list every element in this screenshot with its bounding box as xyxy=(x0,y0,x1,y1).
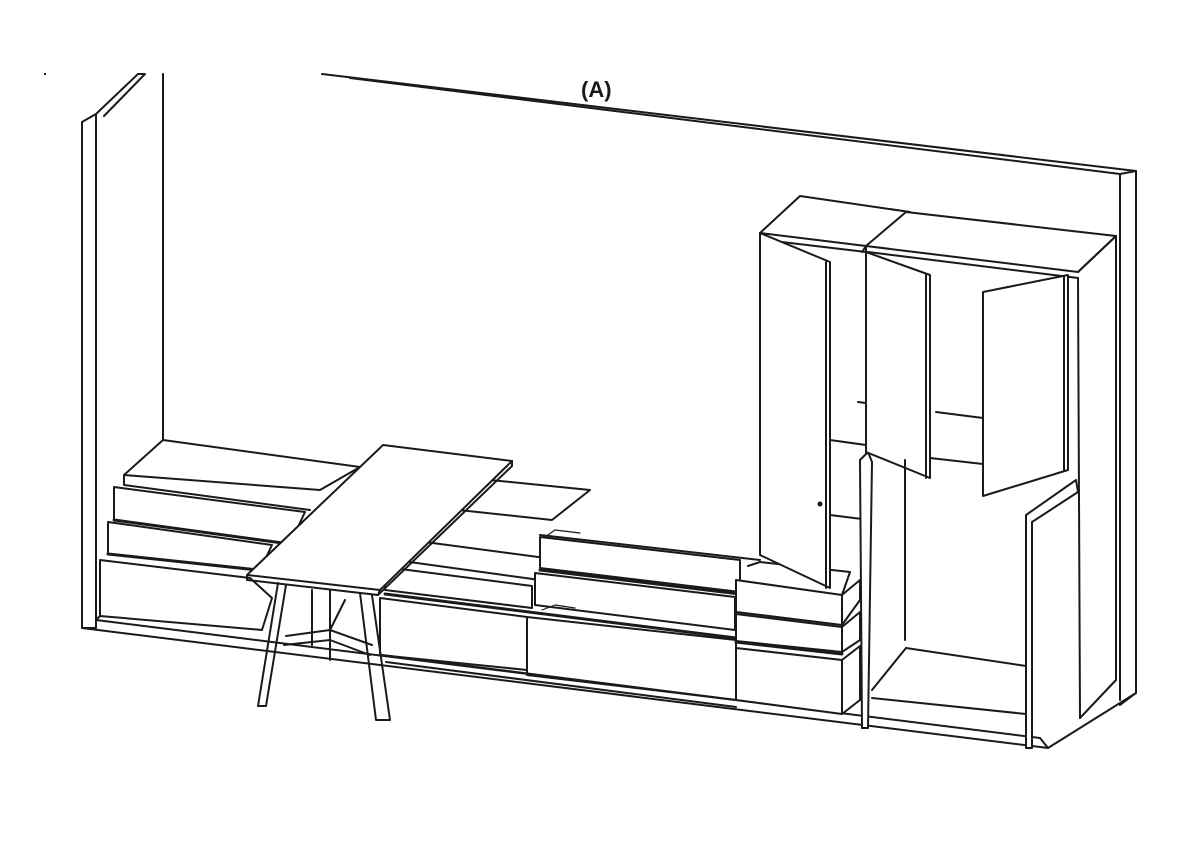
drawer-stack-right xyxy=(734,561,861,715)
wardrobe-left-bay xyxy=(759,195,911,729)
extension-table xyxy=(246,444,513,721)
figure-label: (A) xyxy=(581,77,612,102)
wardrobe-right-bay xyxy=(865,211,1117,749)
corner-dot xyxy=(44,73,46,75)
sideboard-unit xyxy=(95,439,761,708)
